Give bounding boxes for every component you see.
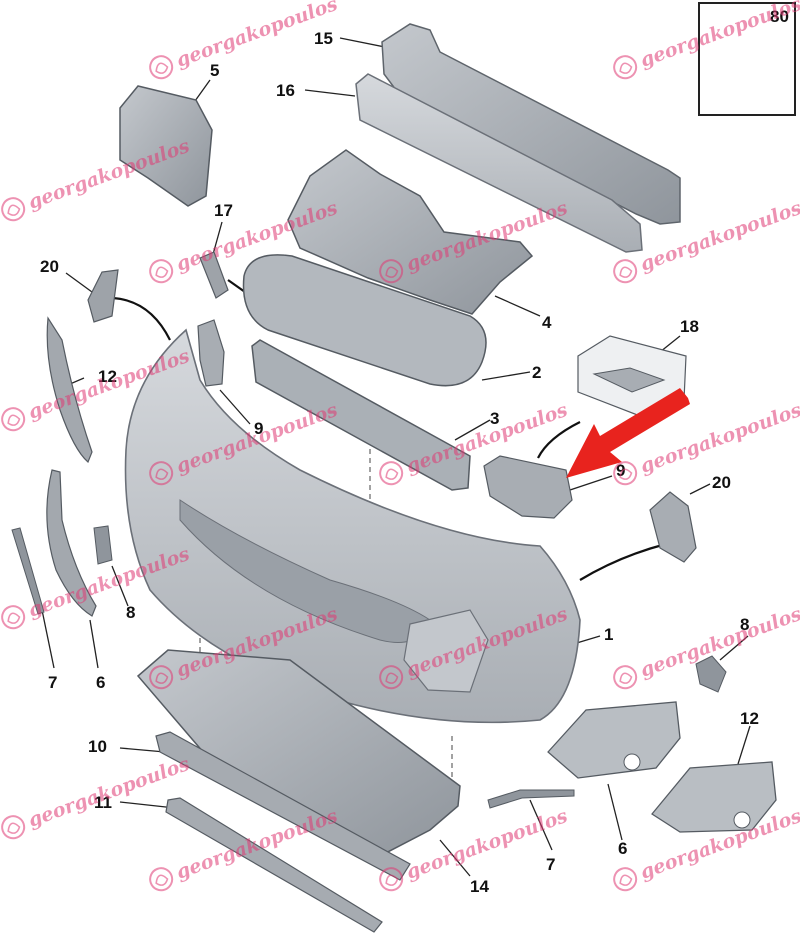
watermark: georgakopoulos [143, 396, 341, 491]
watermark: georgakopoulos [373, 396, 571, 491]
watermark: georgakopoulos [143, 194, 341, 289]
label-9-right: 9 [616, 461, 626, 480]
fog-recess [403, 609, 489, 693]
rose-logo-icon [149, 665, 174, 690]
watermark: georgakopoulos [143, 0, 341, 85]
label-3: 3 [490, 409, 500, 428]
label-20-left: 20 [40, 257, 59, 276]
label-14: 14 [470, 877, 489, 896]
bracket-17 [199, 251, 229, 299]
label-7-right: 7 [546, 855, 556, 874]
inset-box [698, 2, 796, 116]
label-80: 80 [770, 7, 789, 26]
watermark: georgakopoulos [373, 802, 571, 897]
rose-logo-icon [149, 55, 174, 80]
label-17: 17 [214, 201, 233, 220]
label-7-left: 7 [48, 673, 58, 692]
label-8-left: 8 [126, 603, 136, 622]
rose-logo-icon [149, 867, 174, 892]
label-1: 1 [604, 625, 614, 644]
watermark: georgakopoulos [373, 194, 571, 289]
strip-7-right [487, 789, 575, 809]
bumper-carrier-4 [287, 149, 534, 315]
label-5: 5 [210, 61, 220, 80]
label-9-left: 9 [254, 419, 264, 438]
rose-logo-icon [149, 259, 174, 284]
watermark: georgakopoulos [607, 802, 800, 897]
trim-6-left [46, 469, 97, 617]
rose-logo-icon [1, 605, 26, 630]
rose-logo-icon [1, 197, 26, 222]
watermark: georgakopoulos [607, 0, 800, 85]
watermark: georgakopoulos [0, 750, 194, 845]
watermark: georgakopoulos [0, 342, 194, 437]
label-20-right: 20 [712, 473, 731, 492]
lower-grille-3 [251, 339, 471, 491]
bracket-9-left [197, 319, 225, 387]
rose-logo-icon [613, 259, 638, 284]
upper-grille-2 [242, 254, 487, 387]
watermark: georgakopoulos [607, 396, 800, 491]
watermark: georgakopoulos [143, 802, 341, 897]
clip-8-left [93, 525, 113, 565]
connector-lines [111, 279, 667, 581]
rose-logo-icon [379, 259, 404, 284]
watermark: georgakopoulos [0, 132, 194, 227]
watermark: georgakopoulos [607, 194, 800, 289]
trim-12-left [46, 316, 93, 464]
rose-logo-icon [379, 461, 404, 486]
label-15: 15 [314, 29, 333, 48]
air-duct-5 [119, 85, 213, 207]
bracket-9-right [483, 455, 573, 519]
watermark: georgakopoulos [607, 600, 800, 695]
rose-logo-icon [149, 461, 174, 486]
rose-logo-icon [1, 815, 26, 840]
label-11: 11 [94, 793, 112, 812]
strip-11 [165, 797, 383, 933]
rose-logo-icon [613, 665, 638, 690]
label-16: 16 [276, 81, 295, 100]
leader-lines [41, 37, 751, 877]
strip-7-left [11, 527, 45, 615]
label-6-left: 6 [96, 673, 106, 692]
label-10: 10 [88, 737, 107, 756]
watermark: georgakopoulos [373, 600, 571, 695]
trim-6-right [547, 701, 681, 779]
label-6-right: 6 [618, 839, 628, 858]
rose-logo-icon [379, 665, 404, 690]
label-2: 2 [532, 363, 542, 382]
rose-logo-icon [613, 461, 638, 486]
clip-18 [592, 367, 666, 393]
red-pointer-arrow [566, 388, 690, 478]
rose-logo-icon [613, 867, 638, 892]
bracket-20-right [649, 491, 697, 563]
rose-logo-icon [613, 55, 638, 80]
watermark: georgakopoulos [0, 540, 194, 635]
rose-logo-icon [379, 867, 404, 892]
label-8-right: 8 [740, 615, 750, 634]
absorber-16 [355, 73, 643, 253]
bracket-20-left [87, 269, 119, 323]
label-12-right: 12 [740, 709, 759, 728]
watermark: georgakopoulos [143, 600, 341, 695]
lip-10 [155, 731, 411, 881]
label-4: 4 [542, 313, 552, 332]
label-18: 18 [680, 317, 699, 336]
rose-logo-icon [1, 407, 26, 432]
clip-8-right [695, 655, 727, 693]
label-12-left: 12 [98, 367, 117, 386]
